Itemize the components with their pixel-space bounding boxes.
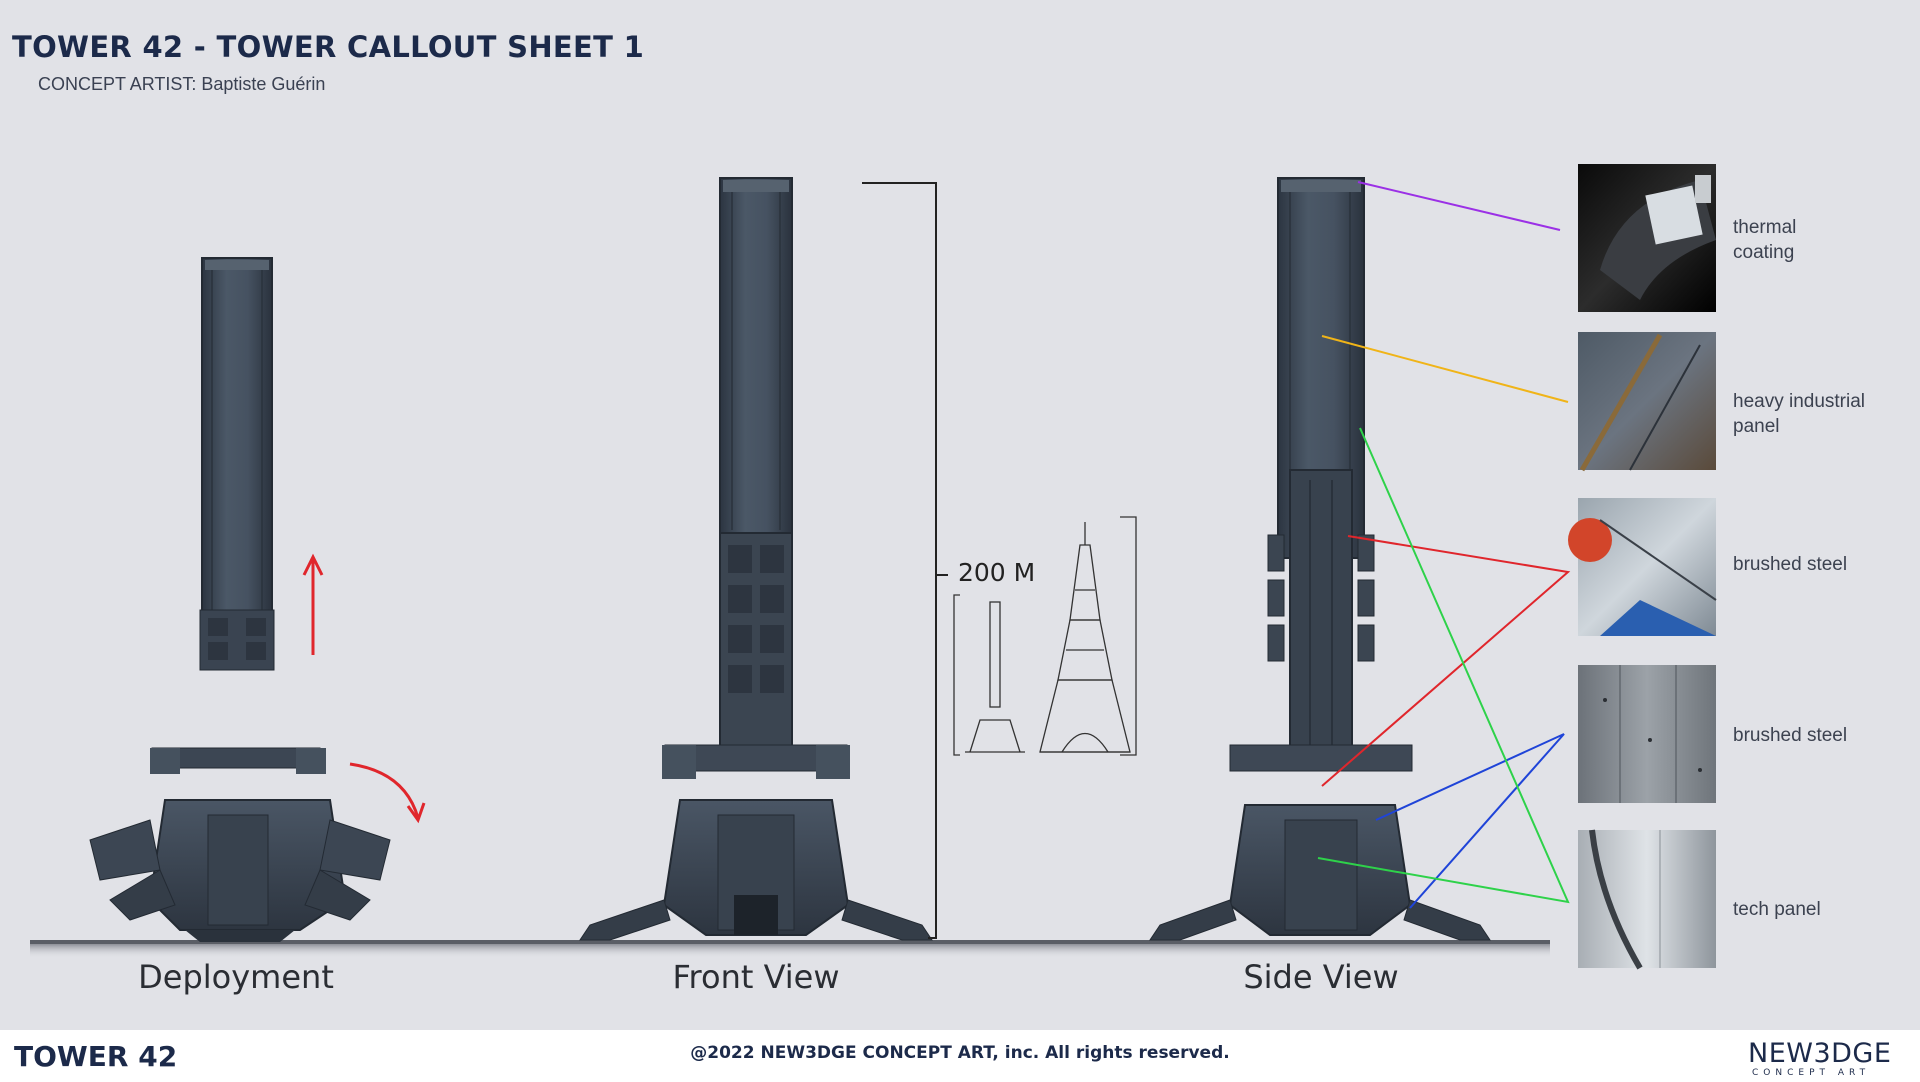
callout-label-line: brushed steel xyxy=(1733,725,1848,746)
material-swatch-brushed-steel-2 xyxy=(1578,665,1716,803)
footer-copyright: @2022 NEW3DGE CONCEPT ART, inc. All righ… xyxy=(690,1043,1230,1063)
callout-line-tech-green xyxy=(1317,427,1570,904)
logo-subtitle: CONCEPT ART xyxy=(1752,1068,1871,1078)
deploy-arrow-rotate xyxy=(349,762,426,824)
artist-credit: CONCEPT ARTIST: Baptiste Guérin xyxy=(38,74,326,94)
callout-label-line: coating xyxy=(1733,242,1795,263)
material-swatch-tech-panel xyxy=(1578,829,1716,970)
callout-label-line: panel xyxy=(1733,416,1780,437)
deployment-tower xyxy=(89,257,391,942)
callout-label-thermal-coating: thermal coating xyxy=(1733,215,1796,265)
callout-label-tech-panel: tech panel xyxy=(1733,897,1821,922)
material-swatch-brushed-steel-1 xyxy=(1568,498,1717,636)
callout-label-heavy-industrial-panel: heavy industrial panel xyxy=(1733,389,1865,439)
callout-line-thermal xyxy=(1357,181,1561,231)
callout-line-brushed-red xyxy=(1321,535,1571,787)
view-label-deployment: Deployment xyxy=(138,958,334,996)
callout-label-brushed-steel-2: brushed steel xyxy=(1733,723,1847,748)
callout-lines xyxy=(1317,181,1571,909)
page-title: TOWER 42 - TOWER CALLOUT SHEET 1 xyxy=(12,30,645,64)
scale-bracket xyxy=(862,182,948,939)
material-swatch-thermal-coating xyxy=(1578,164,1716,312)
footer-bar xyxy=(0,1030,1920,1082)
callout-label-line: heavy industrial xyxy=(1733,391,1866,412)
callout-label-line: tech panel xyxy=(1733,899,1821,920)
deploy-arrow-up xyxy=(302,553,324,655)
callout-label-line: brushed steel xyxy=(1733,554,1848,575)
callout-line-industrial xyxy=(1321,335,1569,403)
ground-line xyxy=(30,940,1550,944)
callout-line-brushed-blue xyxy=(1375,733,1565,909)
side-view-tower xyxy=(1149,177,1491,941)
footer-brand: TOWER 42 xyxy=(14,1040,178,1073)
callout-label-line: thermal xyxy=(1733,217,1797,238)
front-view-tower xyxy=(579,177,933,941)
ground-shadow xyxy=(30,944,1550,958)
scale-label: 200 M xyxy=(958,558,1036,587)
logo-wordmark: NEW3DGE xyxy=(1748,1038,1892,1069)
view-label-front: Front View xyxy=(672,958,840,996)
scale-comparison-inset xyxy=(953,516,1137,756)
material-swatch-heavy-industrial-panel xyxy=(1578,332,1716,472)
callout-label-brushed-steel-1: brushed steel xyxy=(1733,552,1847,577)
view-label-side: Side View xyxy=(1243,958,1399,996)
